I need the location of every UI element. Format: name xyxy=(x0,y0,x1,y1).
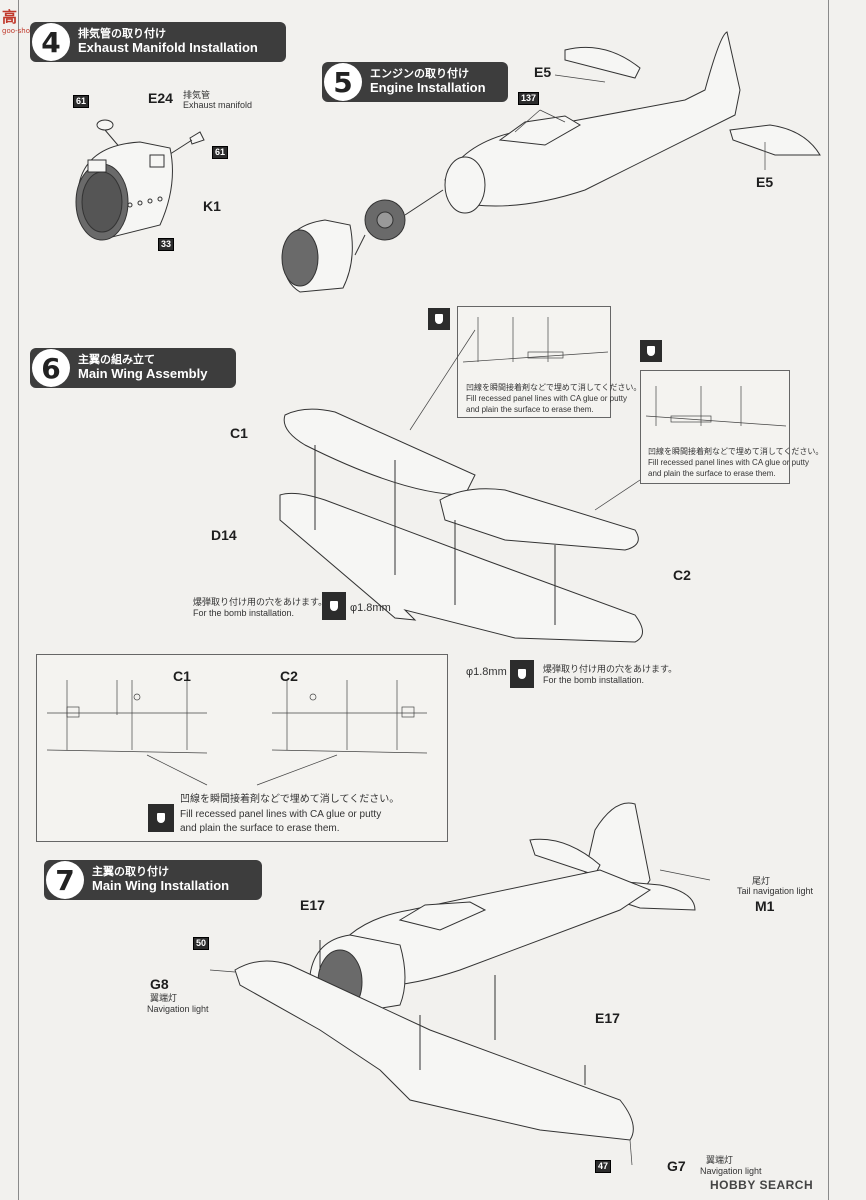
note-box-upper xyxy=(457,306,611,418)
panel-line-detail-sketch xyxy=(46,680,428,786)
step6-header: 6 主翼の組み立て Main Wing Assembly xyxy=(30,348,236,388)
step5-title-en: Engine Installation xyxy=(370,79,486,95)
bomb-note-right: 爆弾取り付け用の穴をあけます。 For the bomb installatio… xyxy=(543,664,677,686)
note-right-jp: 凹線を瞬間接着剤などで埋めて消してください。 xyxy=(648,447,824,456)
fill-icon-1 xyxy=(428,308,450,330)
part-k1-label: K1 xyxy=(203,198,221,214)
part-e24-jp: 排気管 xyxy=(183,90,211,100)
part-m1-en: Tail navigation light xyxy=(737,886,814,896)
note-upper-text: 凹線を瞬間接着剤などで埋めて消してください。 Fill recessed pan… xyxy=(466,383,641,415)
ref-33: 33 xyxy=(158,238,175,251)
page-frame-right xyxy=(828,0,829,1200)
bomb-note-left-jp: 爆弾取り付け用の穴をあけます。 xyxy=(193,597,328,607)
part-e24-en: Exhaust manifold xyxy=(183,100,253,110)
bomb-note-left-en: For the bomb installation. xyxy=(193,607,295,618)
part-g8-jp: 翼端灯 xyxy=(150,993,178,1003)
step7-header: 7 主翼の取り付け Main Wing Installation xyxy=(44,860,262,900)
note-right-en2: and plain the surface to erase them. xyxy=(648,468,776,478)
step4-title-jp: 排気管の取り付け xyxy=(78,28,166,41)
step6-number: 6 xyxy=(32,349,70,387)
main-wing-installation-diagram xyxy=(209,802,711,1166)
part-m1-jp: 尾灯 xyxy=(752,876,771,886)
step5-number: 5 xyxy=(324,63,362,101)
detail-note-en1: Fill recessed panel lines with CA glue o… xyxy=(180,808,382,820)
drill-icon-left xyxy=(322,592,346,620)
part-g8-label: G8 xyxy=(150,976,169,992)
page-frame-left xyxy=(18,0,19,1200)
step4-number: 4 xyxy=(32,23,70,61)
step6-title-en: Main Wing Assembly xyxy=(78,365,208,381)
part-g7-label: G7 xyxy=(667,1158,686,1174)
detail-note-text: 凹線を瞬間接着剤などで埋めて消してください。 Fill recessed pan… xyxy=(180,793,399,837)
detail-c2-label: C2 xyxy=(280,668,298,684)
ref-47: 47 xyxy=(595,1160,612,1173)
logo-sub: goo-shop.com xyxy=(2,27,52,35)
logo-main: 高 xyxy=(2,8,18,26)
step4-header: 4 排気管の取り付け Exhaust Manifold Installation xyxy=(30,22,286,62)
note-upper-en2: and plain the surface to erase them. xyxy=(466,404,594,414)
step6-title-jp: 主翼の組み立て xyxy=(78,354,155,367)
ref-137: 137 xyxy=(518,92,540,105)
part-c1-label: C1 xyxy=(230,425,248,441)
drill-icon-right xyxy=(510,660,534,688)
step5-title-jp: エンジンの取り付け xyxy=(370,68,469,81)
exhaust-cowling-diagram xyxy=(75,119,205,241)
panel-line-detail-box xyxy=(36,654,448,842)
part-e5-top-label: E5 xyxy=(534,64,552,80)
step7-number: 7 xyxy=(46,861,84,899)
note-right-text: 凹線を瞬間接着剤などで埋めて消してください。 Fill recessed pan… xyxy=(648,447,823,479)
part-e17-left-label: E17 xyxy=(300,897,325,913)
drill-size-right: φ1.8mm xyxy=(466,666,507,678)
part-e17-right-label: E17 xyxy=(595,1010,620,1026)
part-c2-label: C2 xyxy=(673,567,691,583)
note-right-en1: Fill recessed panel lines with CA glue o… xyxy=(648,457,809,467)
drill-size-left: φ1.8mm xyxy=(350,602,391,614)
detail-c1-label: C1 xyxy=(173,668,191,684)
bomb-note-left: 爆弾取り付け用の穴をあけます。 For the bomb installatio… xyxy=(193,597,327,619)
part-e24-label: E24 xyxy=(148,90,173,106)
note-box-right xyxy=(640,370,790,484)
fill-icon-3 xyxy=(148,804,174,832)
note-upper-en1: Fill recessed panel lines with CA glue o… xyxy=(466,393,627,403)
part-g8-en: Navigation light xyxy=(147,1004,209,1014)
part-d14-label: D14 xyxy=(211,527,237,543)
step7-title-en: Main Wing Installation xyxy=(92,877,230,893)
bomb-note-right-en: For the bomb installation. xyxy=(543,674,645,685)
part-g7-jp: 翼端灯 xyxy=(706,1155,734,1165)
part-g7-en: Navigation light xyxy=(700,1166,762,1176)
site-logo: 高 goo-shop.com xyxy=(2,6,52,35)
bomb-note-right-jp: 爆弾取り付け用の穴をあけます。 xyxy=(543,664,678,674)
step4-title-en: Exhaust Manifold Installation xyxy=(78,39,258,55)
detail-note-jp: 凹線を瞬間接着剤などで埋めて消してください。 xyxy=(180,794,400,805)
note-upper-jp: 凹線を瞬間接着剤などで埋めて消してください。 xyxy=(466,383,642,392)
detail-note-en2: and plain the surface to erase them. xyxy=(180,823,340,834)
ref-61-right: 61 xyxy=(212,146,229,159)
hobby-search-watermark: HOBBY SEARCH xyxy=(710,1178,814,1192)
main-wing-assembly-diagram xyxy=(279,329,643,643)
step5-header: 5 エンジンの取り付け Engine Installation xyxy=(322,62,508,102)
step7-title-jp: 主翼の取り付け xyxy=(92,866,169,879)
ref-50: 50 xyxy=(193,937,210,950)
panel-lines-sketch-1 xyxy=(462,317,609,363)
part-e5-bottom-label: E5 xyxy=(756,174,774,190)
fill-icon-2 xyxy=(640,340,662,362)
ref-61-left: 61 xyxy=(73,95,90,108)
panel-lines-sketch-2 xyxy=(645,386,787,427)
engine-installation-diagram xyxy=(281,31,821,293)
part-m1-label: M1 xyxy=(755,898,775,914)
